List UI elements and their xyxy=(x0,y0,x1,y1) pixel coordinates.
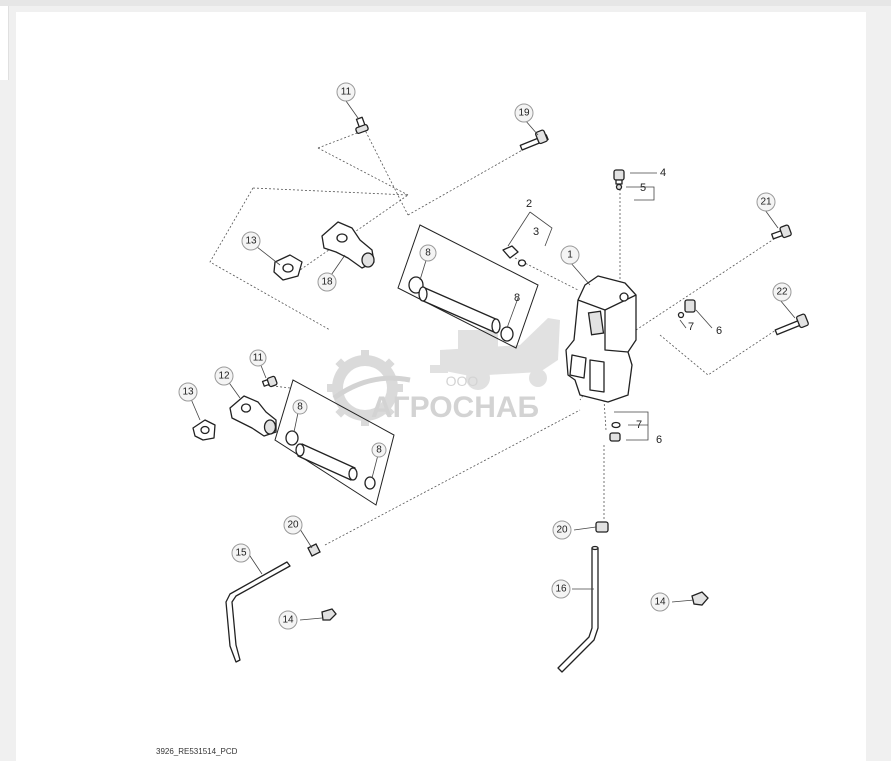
callout-6-lower: 6 xyxy=(656,434,662,446)
svg-text:13: 13 xyxy=(182,387,194,398)
callout-5: 5 xyxy=(640,182,646,194)
callout-14-left: 14 xyxy=(278,610,298,630)
callout-18: 18 xyxy=(317,272,337,292)
callout-6-upper: 6 xyxy=(716,325,722,337)
part-8-lower-hose xyxy=(285,430,376,490)
callout-14-right: 14 xyxy=(650,592,670,612)
callout-20-right: 20 xyxy=(552,520,572,540)
callout-8-upper-hose: 8 xyxy=(514,292,520,304)
agrosnab-watermark: ООО АГРОСНАБ xyxy=(327,318,560,426)
parts-diagram: ООО АГРОСНАБ xyxy=(178,82,809,673)
callout-12: 12 xyxy=(214,366,234,386)
top-bar xyxy=(0,0,891,6)
callout-11-upper: 11 xyxy=(336,82,356,102)
part-18-elbow xyxy=(321,221,375,269)
callout-21: 21 xyxy=(756,192,776,212)
callout-22: 22 xyxy=(772,282,792,302)
watermark-company-prefix: ООО xyxy=(446,373,479,389)
svg-text:11: 11 xyxy=(341,87,352,98)
part-15-pipe xyxy=(225,561,291,663)
part-20-fitting-left xyxy=(307,543,321,557)
part-12-elbow xyxy=(229,395,277,437)
part-1-housing xyxy=(565,275,637,403)
part-11-bolt-lower xyxy=(261,375,278,388)
callout-13-upper: 13 xyxy=(241,231,261,251)
callout-3: 3 xyxy=(533,226,539,238)
callout-4: 4 xyxy=(660,167,666,179)
part-16-pipe xyxy=(557,545,599,673)
svg-text:8: 8 xyxy=(297,402,303,413)
callout-1: 1 xyxy=(560,245,580,265)
diagram-sheet: ООО АГРОСНАБ xyxy=(16,12,866,761)
drawing-code: 3926_RE531514_PCD xyxy=(156,747,238,756)
svg-text:21: 21 xyxy=(760,197,772,208)
part-4-plug xyxy=(613,169,625,191)
part-2-fitting xyxy=(502,245,527,267)
svg-text:8: 8 xyxy=(425,248,431,259)
callout-2: 2 xyxy=(526,198,532,210)
svg-text:11: 11 xyxy=(253,353,264,364)
svg-text:15: 15 xyxy=(235,548,247,559)
callout-7-upper: 7 xyxy=(688,321,694,333)
leader-lines xyxy=(187,100,796,621)
svg-text:14: 14 xyxy=(282,615,294,626)
part-8-upper-hose xyxy=(408,276,514,342)
svg-text:8: 8 xyxy=(376,445,382,456)
svg-text:13: 13 xyxy=(245,236,257,247)
part-6-plug-lower xyxy=(609,421,621,442)
svg-text:16: 16 xyxy=(555,584,567,595)
callout-8-upper-ring: 8 xyxy=(419,244,437,262)
part-13-flange-upper xyxy=(273,254,303,281)
part-20-fitting-right xyxy=(595,521,609,533)
part-13-flange-lower xyxy=(192,419,216,441)
callout-8-lower-right: 8 xyxy=(371,442,387,458)
assembly-dashed-lines xyxy=(209,129,781,546)
callout-8-lower-left: 8 xyxy=(292,399,308,415)
callout-13-lower: 13 xyxy=(178,382,198,402)
svg-text:12: 12 xyxy=(218,371,230,382)
svg-text:14: 14 xyxy=(654,597,666,608)
svg-text:18: 18 xyxy=(321,277,333,288)
svg-text:19: 19 xyxy=(518,108,530,119)
svg-text:20: 20 xyxy=(287,520,299,531)
part-22-bolt xyxy=(774,313,809,336)
watermark-harvester-silhouette xyxy=(430,318,560,390)
callout-15: 15 xyxy=(231,543,251,563)
callout-11-lower: 11 xyxy=(249,349,267,367)
part-11-bolt-upper xyxy=(355,116,369,134)
watermark-gear-logo xyxy=(327,350,411,426)
part-6-plug-upper xyxy=(677,299,696,319)
svg-text:22: 22 xyxy=(776,287,788,298)
watermark-company-name: АГРОСНАБ xyxy=(371,391,539,424)
svg-text:20: 20 xyxy=(556,525,568,536)
part-19-bolt xyxy=(519,129,549,151)
callout-16: 16 xyxy=(551,579,571,599)
callout-7-lower: 7 xyxy=(636,419,642,431)
svg-text:1: 1 xyxy=(567,250,573,261)
callout-19: 19 xyxy=(514,103,534,123)
lower-hose-frame xyxy=(274,379,395,506)
part-14-clip-right xyxy=(691,591,709,606)
callout-20-left: 20 xyxy=(283,515,303,535)
part-14-clip-left xyxy=(321,608,337,621)
left-panel-edge xyxy=(0,6,9,80)
upper-hose-frame xyxy=(397,224,539,349)
part-21-bolt xyxy=(771,224,792,240)
